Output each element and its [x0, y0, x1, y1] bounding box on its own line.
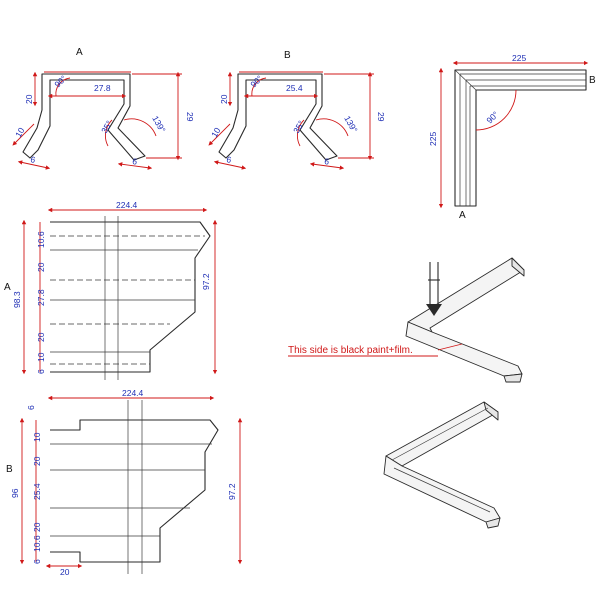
side-b-seg-4: 20	[32, 522, 42, 532]
profile-b-lip-line	[208, 123, 231, 146]
profile-a-lip-left: 10	[13, 126, 27, 139]
side-b-seg-6: 6	[32, 559, 42, 564]
corner-height: 225	[428, 132, 438, 146]
corner-end-a: A	[459, 210, 466, 221]
paint-note-leader	[437, 343, 463, 351]
iso-top-arrow-icon	[426, 304, 442, 316]
profile-a-label: A	[76, 47, 83, 58]
corner-frame-inner	[459, 73, 586, 206]
side-b-seg-3: 25.4	[32, 483, 42, 500]
iso-top-arm-right-face	[511, 257, 525, 277]
side-a-outline	[50, 221, 211, 373]
side-b-top: 6	[26, 405, 36, 410]
profile-a-foot-left-line	[17, 160, 51, 170]
profile-a: A 20 27.8 29 90° 35° 139° 10 6 6	[12, 47, 195, 170]
side-a-width: 224.4	[116, 200, 138, 210]
side-b-label: B	[6, 464, 13, 475]
side-a-seg-3: 27.8	[36, 289, 46, 306]
side-a-label: A	[4, 282, 11, 293]
profile-a-open-arc	[123, 118, 157, 137]
profile-b-angle-arc	[251, 77, 267, 97]
side-a-seg-2: 20	[36, 262, 46, 272]
side-b-seg-2: 20	[32, 456, 42, 466]
iso-bottom-inner-lines	[391, 407, 491, 513]
corner-angle-arc	[475, 89, 517, 131]
profile-a-foot-right: 6	[132, 156, 138, 167]
corner-width: 225	[512, 53, 526, 63]
profile-a-angle-corner: 90°	[52, 73, 68, 89]
side-view-a: A 224.4 98.3 10.6 20 27.8 20 10 6 97.2	[4, 200, 218, 380]
profile-b-foot-left: 6	[226, 154, 233, 165]
profile-a-angle-lip: 35°	[99, 119, 114, 135]
corner-frame-outer	[454, 69, 587, 207]
side-b-outline	[50, 419, 219, 563]
profile-b-width-top: 25.4	[286, 83, 303, 93]
iso-top-arm-down-face	[503, 373, 523, 383]
side-view-b: B 224.4 6 96 10 20 25.4 20 10.6 6 20 97.…	[6, 388, 243, 577]
iso-bottom-arm-right-face	[483, 401, 499, 421]
profile-b-angle-corner: 90°	[248, 73, 264, 89]
profile-a-angle-open: 139°	[150, 114, 167, 134]
side-b-seg-1: 10	[32, 432, 42, 442]
side-a-seg-4: 20	[36, 332, 46, 342]
side-a-seg-5: 10	[36, 352, 46, 362]
profile-b-angle-open: 139°	[342, 114, 359, 134]
profile-a-outline	[22, 73, 146, 161]
profile-a-height-left: 20	[24, 94, 34, 104]
profile-b-lip-left: 10	[209, 126, 223, 139]
profile-b-foot-right-line	[309, 162, 345, 170]
profile-a-height-right: 29	[185, 112, 195, 122]
side-a-seg-6: 6	[36, 369, 46, 374]
profile-b-foot-left-line	[213, 160, 247, 170]
iso-top-miter	[429, 327, 433, 333]
profile-b-open-arc	[315, 118, 349, 137]
iso-bottom-arm-down-face	[485, 517, 501, 529]
profile-b: B 20 25.4 29 90° 35° 139° 10 6 6	[208, 50, 386, 170]
profile-a-angle-arc	[55, 77, 71, 97]
iso-top-arm-down	[405, 321, 523, 377]
profile-b-angle-lip: 35°	[291, 119, 306, 135]
profile-b-outline	[218, 73, 338, 161]
profile-b-height-right: 29	[376, 112, 386, 122]
profile-a-foot-right-line	[117, 162, 153, 170]
side-a-overall-right: 97.2	[201, 273, 211, 290]
paint-note: This side is black paint+film.	[288, 343, 463, 357]
side-a-overall-left: 98.3	[12, 291, 22, 308]
profile-a-foot-left: 6	[30, 154, 37, 165]
profile-a-lip-line	[12, 123, 35, 146]
profile-a-width-top: 27.8	[94, 83, 111, 93]
profile-b-label: B	[284, 50, 291, 61]
side-b-width: 224.4	[122, 388, 144, 398]
side-b-bottom: 20	[60, 567, 70, 577]
side-a-seg-1: 10.6	[36, 231, 46, 248]
isometric-corner-bottom	[383, 401, 501, 529]
side-b-seg-5: 10.6	[32, 535, 42, 552]
profile-b-lip-arc	[296, 119, 305, 147]
isometric-corner-top	[405, 257, 525, 383]
profile-a-lip-arc	[104, 119, 113, 147]
corner-miter-line	[454, 69, 477, 91]
corner-end-b: B	[589, 75, 596, 86]
paint-note-text: This side is black paint+film.	[288, 345, 413, 356]
side-b-overall-right: 97.2	[227, 483, 237, 500]
corner-view: 225 225 90° A B	[428, 53, 596, 221]
side-b-overall-left: 96	[10, 488, 20, 498]
profile-b-height-left: 20	[219, 94, 229, 104]
iso-top-arm-right	[407, 257, 525, 333]
iso-bottom-arm-down	[383, 455, 501, 523]
profile-b-foot-right: 6	[324, 156, 330, 167]
